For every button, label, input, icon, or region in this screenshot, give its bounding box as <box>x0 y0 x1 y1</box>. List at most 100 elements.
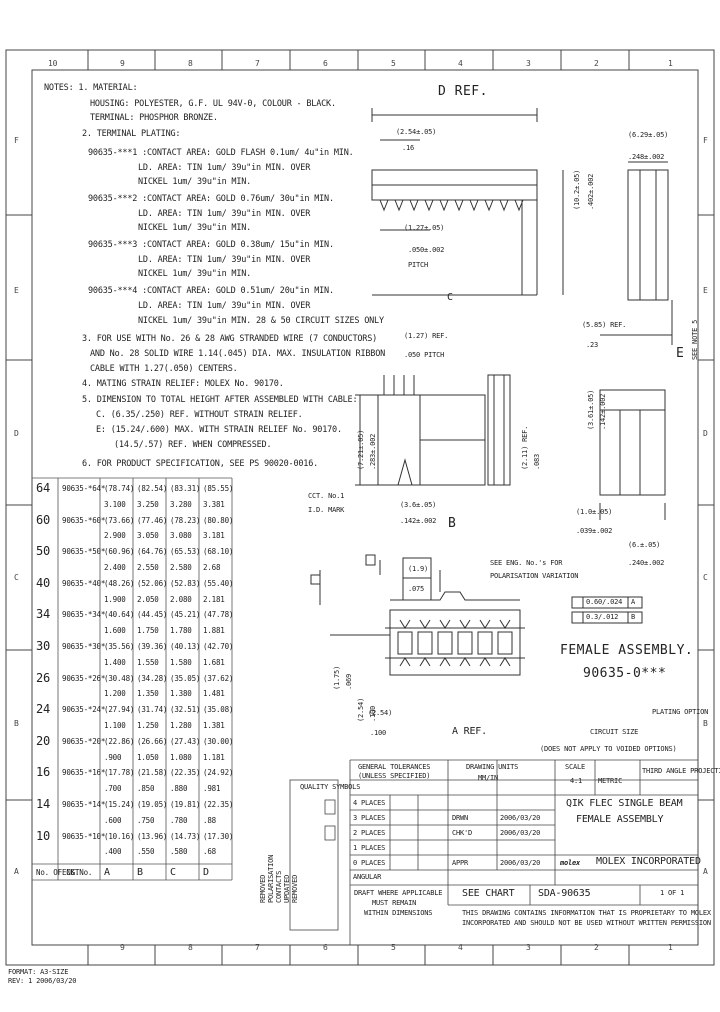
units: MM/IN <box>478 774 499 782</box>
proprietary-notice: THIS DRAWING CONTAINS INFORMATION THAT I… <box>462 909 711 917</box>
company-name: MOLEX INCORPORATED <box>596 856 701 867</box>
table-ckt-count: 20 <box>36 733 51 748</box>
places: ANGULAR <box>353 873 382 881</box>
note-line: LD. AREA: TIN 1um/ 39u"in MIN. OVER <box>138 163 311 173</box>
table-cell: .600 <box>104 815 122 825</box>
table-cell: 1.181 <box>203 752 225 762</box>
table-cell: 1.381 <box>203 721 225 730</box>
dim-label: .16 <box>402 144 415 152</box>
dim-label: .142±.002 <box>599 393 607 430</box>
dim-label: .069 <box>345 673 353 690</box>
scale-label: SCALE <box>565 763 586 771</box>
table-cell: (45.21) <box>170 610 201 620</box>
table-cell: (30.00) <box>203 736 234 746</box>
table-cell: .550 <box>137 847 155 857</box>
table-cell: 90635-*24* <box>62 705 106 715</box>
table-cell: (39.36) <box>137 642 168 651</box>
row-label: D <box>14 429 19 438</box>
table-cell: (22.35) <box>170 768 201 778</box>
table-cell: (40.64) <box>104 610 135 620</box>
table-ckt-count: 30 <box>36 639 51 653</box>
col-label: 4 <box>458 943 463 952</box>
dim-label: B <box>631 613 636 621</box>
table-cell: 1.280 <box>170 721 192 730</box>
table-cell: 2.68 <box>203 563 221 572</box>
table-ckt-count: 50 <box>36 544 51 559</box>
draft-note: WITHIN DIMENSIONS <box>364 909 433 917</box>
tol-sub: (UNLESS SPECIFIED) <box>358 772 431 780</box>
row-label: F <box>14 136 19 145</box>
dim-label: .100 <box>370 729 387 737</box>
table-cell: (52.83) <box>170 578 201 588</box>
table-cell: (52.06) <box>137 578 168 588</box>
draft-note: DRAFT WHERE APPLICABLE <box>354 889 443 897</box>
title-line: FEMALE ASSEMBLY <box>576 814 664 825</box>
note-line: 6. FOR PRODUCT SPECIFICATION, SEE PS 900… <box>82 459 319 469</box>
table-cell: 1.600 <box>104 626 126 636</box>
format-note: REV: 1 2006/03/20 <box>8 977 77 985</box>
dim-label: (3.6±.05) <box>400 501 437 509</box>
dim-label: POLARISATION VARIATION <box>490 572 579 580</box>
note-line: 90635-***1 :CONTACT AREA: GOLD FLASH 0.1… <box>88 148 354 158</box>
dim-label: PLATING OPTION <box>652 708 709 716</box>
table-cell: 90635-*64* <box>62 484 106 493</box>
table-cell: 1.100 <box>104 721 126 730</box>
table-cell: 1.380 <box>170 689 192 699</box>
dim-label: I.D. MARK <box>308 506 345 514</box>
table-cell: 1.481 <box>203 689 225 699</box>
note-line: 90635-***3 :CONTACT AREA: GOLD 0.38um/ 1… <box>88 240 334 250</box>
table-cell: (35.05) <box>170 673 201 683</box>
table-cell: 3.381 <box>203 499 225 509</box>
table-cell: (17.78) <box>104 768 135 778</box>
table-cell: 2.050 <box>137 594 159 604</box>
dim-label: (10.2±.05) <box>573 169 581 210</box>
col-label: 5 <box>391 943 396 952</box>
draft-note: MUST REMAIN <box>372 899 417 907</box>
table-cell: (73.66) <box>104 515 135 525</box>
table-cell: (42.70) <box>203 642 234 651</box>
col-label: 10 <box>48 59 58 68</box>
rev-line: REMOVED <box>291 874 299 903</box>
note-line: CABLE WITH 1.27(.050) CENTERS. <box>90 364 238 374</box>
dim-label: (5.85) REF. <box>582 321 627 329</box>
table-cell: 2.550 <box>137 563 159 572</box>
note-line: 5. DIMENSION TO TOTAL HEIGHT AFTER ASSEM… <box>82 395 358 405</box>
table-cell: (64.76) <box>137 547 168 557</box>
quality-symbols: QUALITY SYMBOLS <box>300 783 361 791</box>
table-header-cell: C <box>170 867 176 878</box>
tol-header: GENERAL TOLERANCES <box>358 763 431 771</box>
col-label: 2 <box>594 943 599 952</box>
table-cell: 2.400 <box>104 563 126 572</box>
table-cell: (60.96) <box>104 547 135 557</box>
col-label: 5 <box>391 59 396 68</box>
dim-label: (DOES NOT APPLY TO VOIDED OPTIONS) <box>540 745 677 753</box>
dim-label: .248±.002 <box>628 153 665 161</box>
dim-label: (6.±.05) <box>628 541 661 549</box>
dim-label: CCT. No.1 <box>308 492 345 500</box>
dim-label: .050 PITCH <box>404 351 445 359</box>
row-label: A <box>14 867 19 876</box>
table-cell: 1.681 <box>203 657 225 667</box>
table-cell: (80.80) <box>203 515 234 525</box>
row-label: B <box>14 719 19 728</box>
table-cell: (21.58) <box>137 768 168 778</box>
assembly-title: FEMALE ASSEMBLY. <box>560 643 694 658</box>
note-line: LD. AREA: TIN 1um/ 39u"in MIN. OVER <box>138 209 311 219</box>
table-cell: .68 <box>203 847 216 857</box>
dim-label: CIRCUIT SIZE <box>590 728 639 736</box>
table-cell: 90635-*50* <box>62 547 106 557</box>
col-label: 7 <box>255 943 260 952</box>
date: 2006/03/20 <box>500 814 541 822</box>
dim-label: (1.0±.05) <box>576 508 613 516</box>
note-line: E: (15.24/.600) MAX. WITH STRAIN RELIEF … <box>96 425 342 435</box>
table-cell: 3.050 <box>137 531 159 541</box>
col-label: 9 <box>120 59 125 68</box>
table-cell: (30.48) <box>104 673 135 683</box>
col-label: 3 <box>526 943 531 952</box>
note-line: NICKEL 1um/ 39u"in MIN. 28 & 50 CIRCUIT … <box>138 316 384 326</box>
dim-label: A REF. <box>452 726 487 737</box>
table-cell: 3.100 <box>104 499 126 509</box>
table-cell: .400 <box>104 847 122 857</box>
note-line: AND No. 28 SOLID WIRE 1.14(.045) DIA. MA… <box>90 349 386 359</box>
format-note: FORMAT: A3-SIZE <box>8 968 69 976</box>
